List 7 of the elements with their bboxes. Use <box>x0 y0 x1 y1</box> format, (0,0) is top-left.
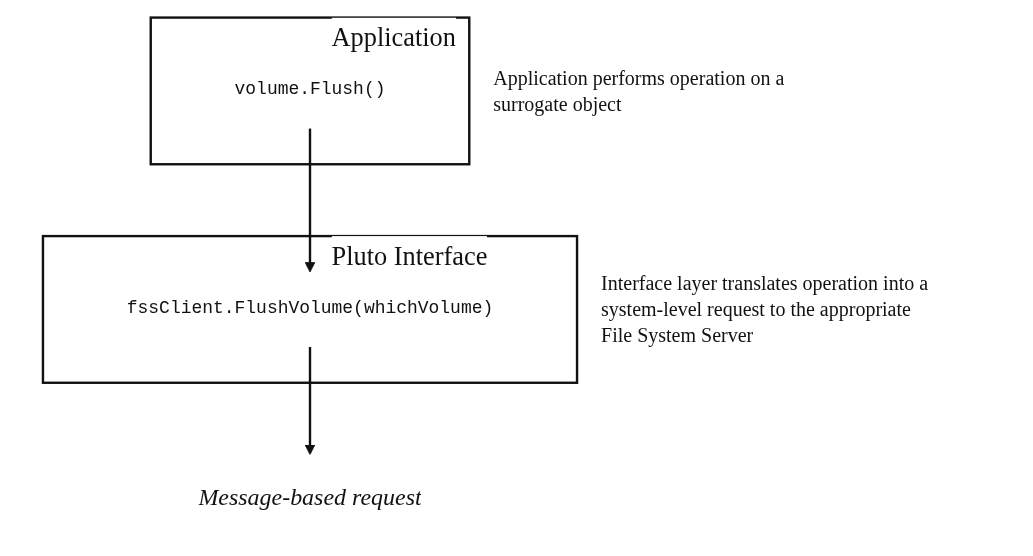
node-text: fssClient.FlushVolume(whichVolume) <box>126 298 494 319</box>
side-note: Application performs operation on a surrogate object <box>493 65 786 117</box>
node-text: volume.Flush() <box>234 79 386 101</box>
node-text: Message-based request <box>198 483 422 510</box>
side-note: Interface layer translates operation into a system-level request to the appropriate File System Server <box>601 271 930 349</box>
arrow <box>304 346 316 456</box>
arrow <box>304 128 316 273</box>
